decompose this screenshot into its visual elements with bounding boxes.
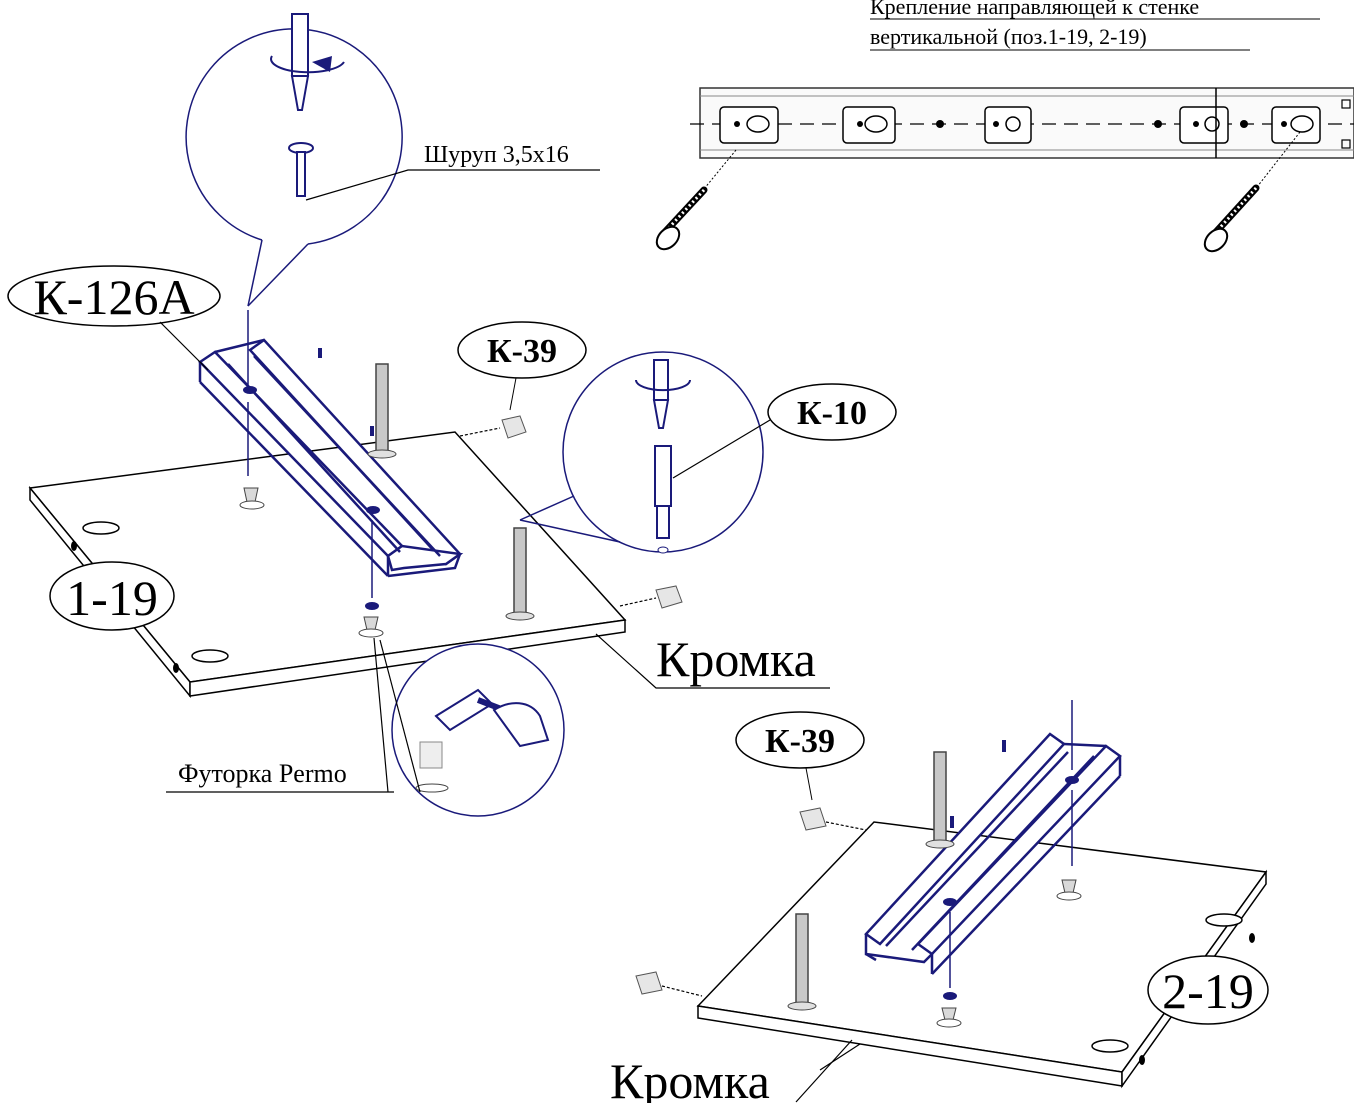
cam-cap-icon [799,807,867,831]
screw-icon [288,142,314,197]
edge-left-label: Кромка [656,631,816,687]
rail-label: К-126А [33,269,194,325]
bolt-icon [787,913,817,1011]
screw-icon [655,149,737,251]
label-dowel: Футорка Permo [166,637,421,793]
rail-fixings-left [243,310,380,610]
screw-icon [1203,131,1301,253]
dowel-icon [936,1007,962,1028]
cam-cap-icon [459,415,527,439]
rail-k126a [198,338,464,578]
label-edge-right: Кромка [610,1039,861,1103]
cam-cap-icon [635,971,703,997]
label-2-19: 2-19 [1147,955,1269,1025]
panel-left-label: 1-19 [66,570,158,626]
bolt-icon [505,527,535,621]
header-caption: Крепление направляющей к стенке вертикал… [870,0,1320,51]
screwdriver-icon [635,359,691,429]
zoom-circle-k10 [519,351,781,554]
label-k10: К-10 [767,383,897,441]
header-line-1: Крепление направляющей к стенке [870,0,1199,19]
dowel-icon [1056,879,1082,901]
k10-label: К-10 [797,395,867,432]
zoom-circle-screw: Шуруп 3,5х16 [185,13,600,307]
screw-label: Шуруп 3,5х16 [424,142,569,168]
panel-2-19 [696,821,1268,1089]
cam-cap-icon [619,585,683,609]
label-k39-right: К-39 [735,711,865,801]
k10-bolt-icon [654,445,672,554]
k39-left-label: К-39 [487,333,557,370]
label-k126a: К-126А [7,265,221,371]
header-line-2: вертикальной (поз.1-19, 2-19) [870,24,1147,49]
bolt-icon [367,363,397,459]
dowel-icon [358,616,384,638]
screwdriver-icon [270,13,345,111]
zoom-circle-hammer [391,643,565,817]
dowel-label: Футорка Permo [178,759,347,788]
k39-right-label: К-39 [765,723,835,760]
panel-right-label: 2-19 [1162,963,1254,1019]
edge-right-label: Кромка [610,1053,770,1103]
rail-detail-top-view [655,87,1354,253]
rail-right [864,732,1122,975]
label-k39-left: К-39 [457,321,587,411]
bolt-icon [925,751,955,849]
label-1-19: 1-19 [49,561,175,631]
hammer-icon [434,688,550,748]
dowel-icon [239,487,265,510]
rail-fixings-right [943,700,1079,1000]
label-edge-left: Кромка [595,631,830,689]
